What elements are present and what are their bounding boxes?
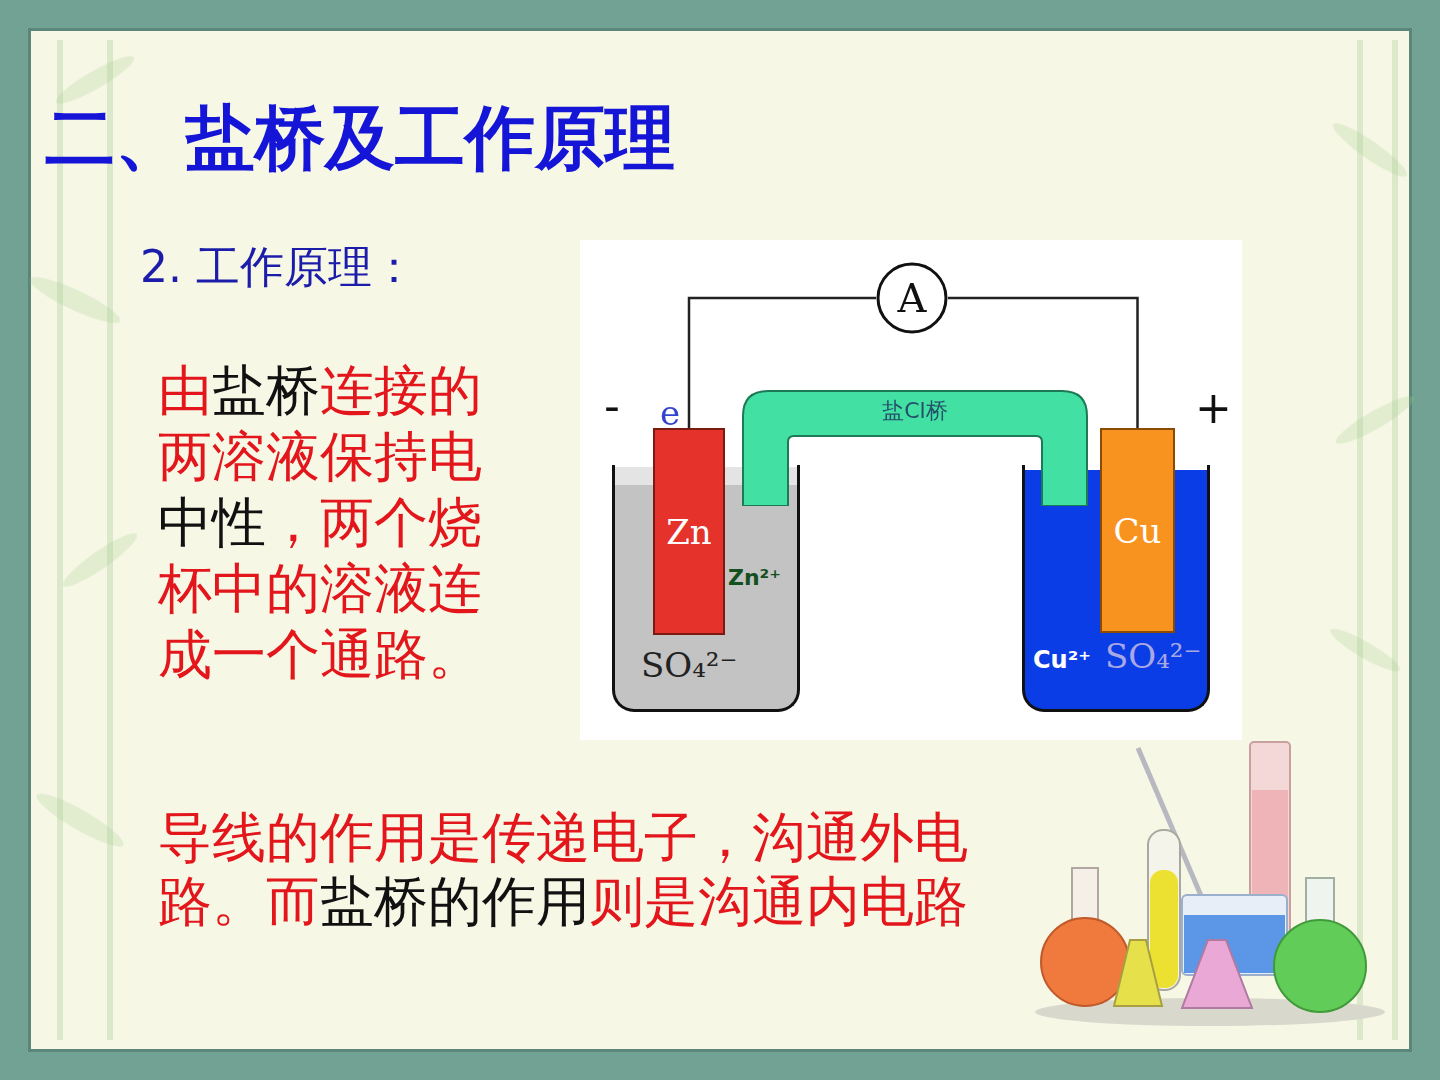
bamboo-stems [60, 40, 1395, 1040]
small-flask [1114, 940, 1162, 1006]
bridge-label: 盐Cl桥 [742, 398, 1088, 424]
paragraph: 由盐桥连接的两溶液保持电中性，两个烧杯中的溶液连成一个通路。 [158, 358, 488, 688]
slide-title: 二、盐桥及工作原理 [45, 92, 675, 186]
meter-symbol: A [898, 278, 927, 318]
paragraph: 导线的作用是传递电子，沟通外电路。而盐桥的作用则是沟通内电路 [158, 806, 1018, 934]
note-text: 则是沟通内电路 [590, 870, 968, 933]
zinc-sulfate-solution: Zn²⁺ SO₄²⁻ Zn [612, 485, 800, 712]
diagram-ground [580, 240, 1242, 740]
green-flask [1274, 920, 1366, 1012]
polarity-sign: + [1195, 382, 1232, 433]
copper-electrode: Cu [1100, 428, 1175, 633]
copper-sulfate-solution: Cu²⁺ SO₄²⁻ Cu [1022, 470, 1210, 712]
note-text: 由 [158, 359, 212, 422]
electron-symbol: e [660, 393, 680, 433]
electrode-label: Zn [666, 515, 712, 549]
ion-label: Zn²⁺ [728, 565, 781, 591]
subheading: 2. 工作原理： [140, 238, 416, 297]
note-text: 盐桥 [212, 359, 320, 422]
ion-label: SO₄²⁻ [1105, 636, 1201, 677]
meter-circle [878, 264, 946, 332]
conical-flask [1182, 940, 1252, 1008]
salt-bridge: 盐Cl桥 [742, 390, 1088, 506]
polarity-sign: - [604, 380, 620, 431]
ammeter: A [876, 262, 948, 334]
note-text: 盐桥的作用 [320, 870, 590, 933]
bamboo-leaves [25, 50, 1418, 854]
zinc-electrode: Zn [653, 428, 725, 635]
note-text: 中性 [158, 491, 266, 554]
ion-label: SO₄²⁻ [641, 645, 737, 686]
round-flask [1041, 918, 1129, 1006]
electrode-label: Cu [1114, 514, 1162, 548]
ion-label: Cu²⁺ [1033, 646, 1091, 675]
